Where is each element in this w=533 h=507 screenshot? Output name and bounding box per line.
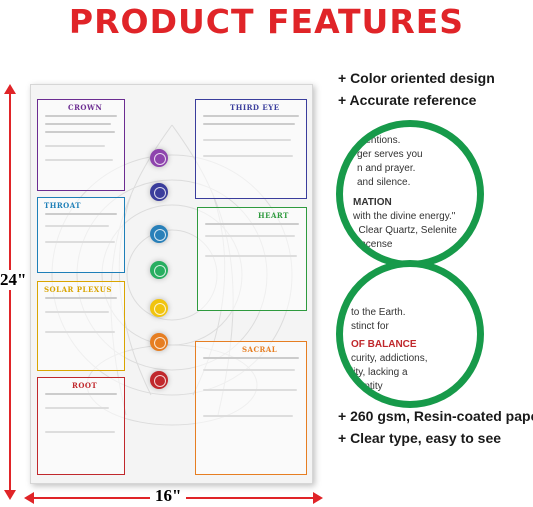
solar-plexus-chakra-icon: [150, 299, 168, 317]
arrow-left-icon: [24, 492, 34, 504]
text-line: [45, 145, 105, 147]
zoom-text-line: to the Earth.: [351, 307, 406, 318]
text-line: [45, 407, 109, 409]
zoom-text-line: MATION: [353, 197, 392, 208]
zoom-text-line: curity, addictions,: [351, 353, 428, 364]
zoom-detail-bottom: to the Earth. stinct for OF BALANCE curi…: [336, 260, 484, 408]
text-line: [203, 389, 297, 391]
width-dimension-label: 16": [150, 486, 187, 506]
text-line: [203, 123, 295, 125]
text-line: [203, 369, 295, 371]
third-eye-chakra-icon: [150, 183, 168, 201]
text-line: [45, 115, 117, 117]
text-line: [205, 255, 297, 257]
solar-plexus-heading: SOLAR PLEXUS: [44, 285, 112, 294]
text-line: [45, 131, 115, 133]
text-line: [45, 159, 113, 161]
text-line: [45, 431, 115, 433]
text-line: [45, 123, 111, 125]
feature-paper-quality: + 260 gsm, Resin-coated paper: [338, 408, 533, 424]
zoom-text-line: and silence.: [357, 177, 411, 188]
zoom-text-line: stinct for: [351, 321, 389, 332]
root-heading: ROOT: [72, 381, 98, 390]
sacral-chakra-icon: [150, 333, 168, 351]
zoom-text-line: with the divine energy.": [353, 211, 456, 222]
zoom-text-line: lity, lacking a: [351, 367, 408, 378]
arrow-up-icon: [4, 84, 16, 94]
solar-plexus-section: SOLAR PLEXUS: [37, 281, 125, 371]
throat-chakra-icon: [150, 225, 168, 243]
text-line: [203, 139, 291, 141]
arrow-down-icon: [4, 490, 16, 500]
page-title: PRODUCT FEATURES: [68, 2, 465, 41]
text-line: [45, 213, 117, 215]
zoom-text-line: ntentions.: [357, 135, 401, 146]
throat-section: THROAT: [37, 197, 125, 273]
text-line: [45, 225, 109, 227]
zoom-text-line: kincense: [353, 239, 393, 250]
height-dimension-label: 24": [0, 270, 27, 290]
zoom-text-line: OF BALANCE: [351, 339, 417, 350]
heart-chakra-icon: [150, 261, 168, 279]
text-line: [205, 223, 299, 225]
text-line: [203, 155, 293, 157]
text-line: [203, 115, 299, 117]
root-chakra-icon: [150, 371, 168, 389]
third-eye-section: THIRD EYE: [195, 99, 307, 199]
text-line: [45, 311, 109, 313]
zoom-detail-top: ntentions. ger serves you n and prayer. …: [336, 120, 484, 268]
arrow-right-icon: [313, 492, 323, 504]
crown-heading: CROWN: [68, 103, 103, 112]
text-line: [205, 235, 295, 237]
text-line: [45, 297, 117, 299]
zoom-text-line: ger serves you: [357, 149, 423, 160]
feature-clear-type: + Clear type, easy to see: [338, 430, 502, 446]
sacral-heading: SACRAL: [242, 345, 278, 354]
chakra-poster-image: CROWN THIRD EYE THROAT HEART SOLAR PLEXU…: [30, 84, 313, 484]
zoom-text-line: , Clear Quartz, Selenite: [353, 225, 457, 236]
zoom-text-line: n and prayer.: [357, 163, 416, 174]
text-line: [203, 415, 293, 417]
throat-heading: THROAT: [44, 201, 81, 210]
sacral-section: SACRAL: [195, 341, 307, 475]
text-line: [45, 331, 115, 333]
feature-color-oriented: + Color oriented design: [338, 70, 495, 86]
text-line: [203, 357, 299, 359]
feature-accurate-reference: + Accurate reference: [338, 92, 477, 108]
text-line: [45, 393, 117, 395]
third-eye-heading: THIRD EYE: [230, 103, 280, 112]
heart-heading: HEART: [258, 211, 289, 220]
root-section: ROOT: [37, 377, 125, 475]
zoom-text-line: identity: [351, 381, 383, 392]
height-dimension-line: [9, 92, 11, 492]
crown-chakra-icon: [150, 149, 168, 167]
text-line: [45, 241, 115, 243]
